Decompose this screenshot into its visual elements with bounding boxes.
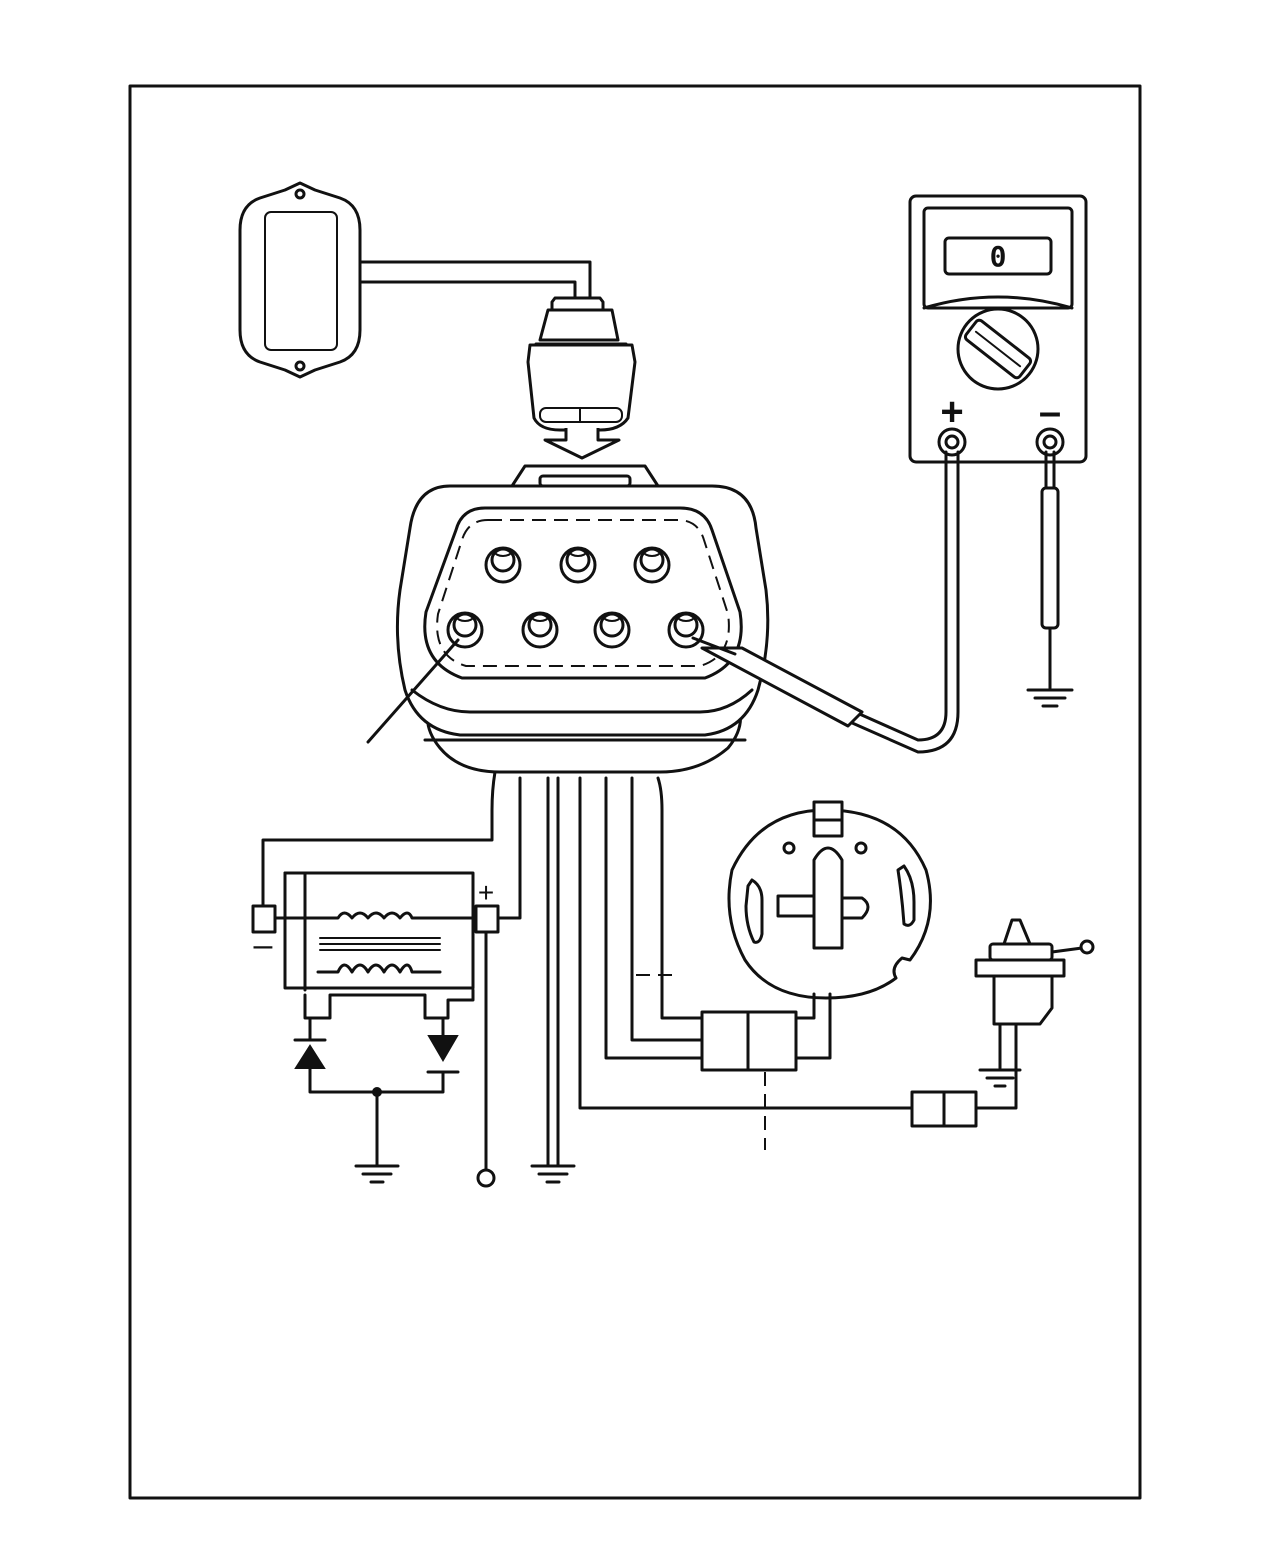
knock-sensor [974, 918, 1095, 1110]
sensor-flange [238, 181, 362, 379]
negative-test-probe [1040, 486, 1060, 630]
pin-top-2 [559, 546, 597, 584]
sensor-cable-lower [358, 280, 577, 302]
meter-display [943, 236, 1053, 276]
pin-top-3 [633, 546, 671, 584]
wire-hall-2 [630, 776, 704, 1042]
supply-terminal [476, 1168, 496, 1188]
page-frame [128, 84, 1142, 1500]
meter-negative-label: – [1039, 390, 1061, 434]
pin-top-1 [484, 546, 522, 584]
pin-bottom-3 [593, 611, 631, 649]
hall-connector [700, 1010, 798, 1072]
insertion-arrow [543, 428, 621, 460]
pin-bottom-4 [667, 611, 705, 649]
wire-coil-positive [495, 776, 522, 920]
hall-distributor [727, 800, 932, 1000]
hall-lead-2 [794, 992, 832, 1060]
coil-terminal-positive [474, 904, 500, 934]
spark-electrode-left [293, 1016, 327, 1042]
knock-sensor-body [992, 974, 1054, 1026]
hall-vane [776, 894, 816, 918]
ground-symbol-harness [530, 1164, 576, 1184]
hall-lead-1 [794, 992, 816, 1020]
reference-leader-line [366, 638, 460, 744]
positive-test-lead [853, 450, 948, 742]
control-unit [395, 464, 770, 774]
plug-connector [526, 296, 637, 432]
wire-hall-3 [656, 776, 704, 1020]
multimeter: 0 + – [908, 194, 1088, 464]
spark-arrow-left [294, 1044, 326, 1069]
mounting-hole-top [294, 188, 306, 200]
pin-bottom-2 [521, 611, 559, 649]
secondary-winding [316, 963, 442, 974]
coil-core [319, 937, 441, 951]
knock-sensor-flange [974, 958, 1066, 978]
coil-negative-label: – [254, 926, 273, 964]
sensor-cable-upper [358, 260, 592, 302]
ground-symbol-knock [978, 1068, 1022, 1088]
pin-bottom-1 [446, 611, 484, 649]
spark-arrow-right [427, 1035, 459, 1062]
ground-symbol-meter [1026, 688, 1074, 708]
hall-rotor [812, 846, 844, 950]
socket-pins [446, 546, 705, 649]
hall-slot-right [896, 864, 916, 927]
positive-test-lead-edge [848, 450, 960, 754]
meter-positive-label: + [940, 390, 963, 434]
primary-winding [273, 911, 478, 920]
coil-positive-label: + [478, 877, 494, 908]
hall-slot-left [744, 878, 764, 944]
spark-gap-network [293, 1016, 460, 1184]
harness-wires [261, 770, 914, 1167]
ignition-coil: – + [251, 871, 500, 1020]
mounting-hole-bottom [294, 360, 306, 372]
wire-coil-negative [261, 770, 497, 914]
wire-knock-sensor [578, 776, 914, 1110]
ground-symbol-coil [354, 1164, 400, 1184]
meter-display-value: 0 [990, 240, 1007, 273]
knock-connector [910, 1090, 978, 1128]
wire-hall-1 [604, 776, 704, 1060]
positive-test-probe [700, 646, 864, 728]
meter-dial-knob[interactable] [963, 318, 1033, 380]
meter-positive-jack[interactable] [937, 427, 967, 457]
meter-negative-jack[interactable] [1035, 427, 1065, 457]
